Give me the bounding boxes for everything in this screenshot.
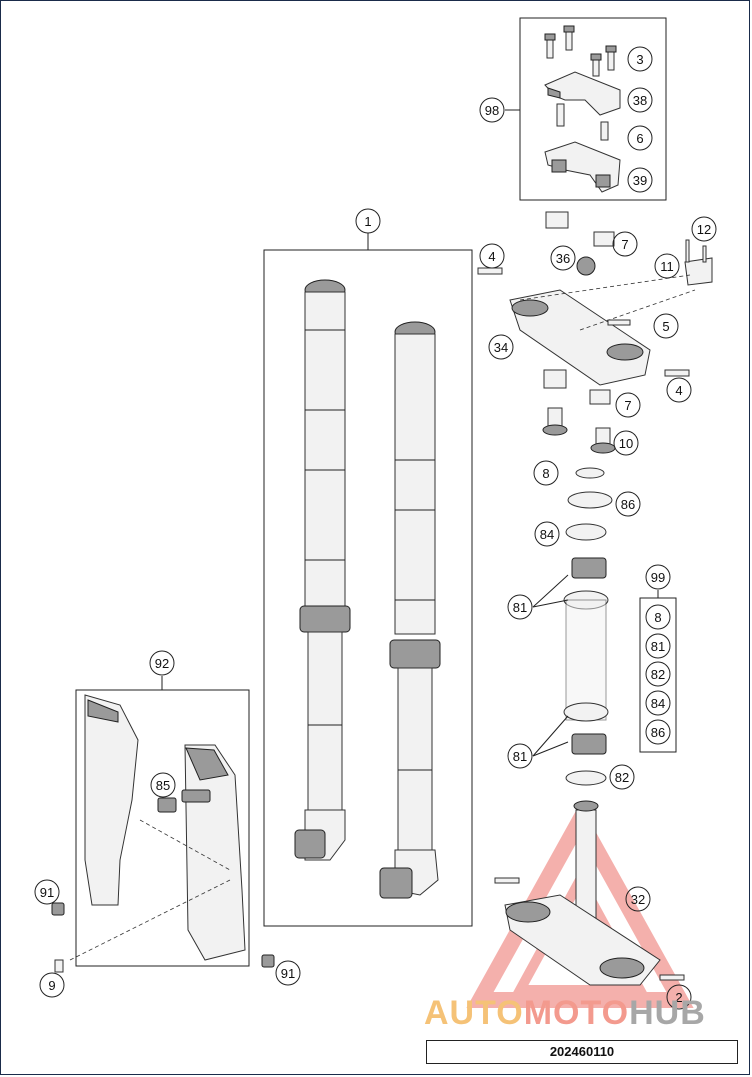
left-fork-protector <box>84 694 139 906</box>
callout-91-right: 91 <box>275 960 301 986</box>
svg-text:39: 39 <box>633 173 647 188</box>
callout-4-top: 4 <box>479 243 505 269</box>
svg-text:84: 84 <box>651 696 665 711</box>
protector-screws <box>51 902 275 973</box>
svg-text:2: 2 <box>675 990 682 1005</box>
svg-text:10: 10 <box>619 436 633 451</box>
callout-98: 98 <box>479 97 505 123</box>
callout-3: 3 <box>627 46 653 72</box>
svg-text:8: 8 <box>542 466 549 481</box>
svg-text:98: 98 <box>485 103 499 118</box>
callout-38: 38 <box>627 87 653 113</box>
callout-kit-86: 86 <box>645 719 671 745</box>
right-fork-protector <box>184 744 246 961</box>
callout-7-top: 7 <box>612 231 638 257</box>
svg-text:81: 81 <box>513 600 527 615</box>
callout-kit-84: 84 <box>645 690 671 716</box>
right-fork-leg <box>379 321 441 899</box>
callout-39: 39 <box>627 167 653 193</box>
watermark-part-b: MOTO <box>523 994 630 1032</box>
callout-2: 2 <box>666 984 692 1010</box>
callout-5: 5 <box>653 313 679 339</box>
diagram-code: 202460110 <box>426 1040 738 1064</box>
svg-text:5: 5 <box>662 319 669 334</box>
svg-text:9: 9 <box>48 978 55 993</box>
watermark-part-c: HUB <box>629 994 706 1032</box>
svg-text:92: 92 <box>155 656 169 671</box>
svg-text:6: 6 <box>636 131 643 146</box>
callout-1: 1 <box>355 208 381 234</box>
callout-kit-82: 82 <box>645 661 671 687</box>
protector-clip <box>157 789 211 813</box>
upper-triple-clamp <box>509 289 651 386</box>
callout-34: 34 <box>488 334 514 360</box>
svg-text:34: 34 <box>494 340 508 355</box>
callout-32: 32 <box>625 886 651 912</box>
callout-85: 85 <box>150 772 176 798</box>
svg-text:86: 86 <box>651 725 665 740</box>
svg-text:85: 85 <box>156 778 170 793</box>
svg-text:3: 3 <box>636 52 643 67</box>
callout-kit-8: 8 <box>645 604 671 630</box>
svg-text:7: 7 <box>621 237 628 252</box>
callout-4-bottom: 4 <box>666 377 692 403</box>
lower-clamp-part <box>544 141 621 193</box>
callout-7-bottom: 7 <box>615 392 641 418</box>
svg-text:4: 4 <box>675 383 682 398</box>
svg-text:11: 11 <box>660 259 674 274</box>
clamp-kit-frame <box>519 17 667 201</box>
callout-11: 11 <box>654 253 680 279</box>
watermark-part-a: AUTO <box>424 994 524 1032</box>
bearing-stack <box>563 467 613 786</box>
callout-6: 6 <box>627 125 653 151</box>
cable-guide <box>684 239 713 286</box>
upper-clamp-part <box>544 71 621 116</box>
callout-82: 82 <box>609 764 635 790</box>
callouts: 3 38 6 39 98 1 4 7 36 12 11 5 34 4 7 10 … <box>34 46 717 1010</box>
svg-text:1: 1 <box>364 214 371 229</box>
left-fork-leg <box>294 279 351 861</box>
svg-text:82: 82 <box>615 770 629 785</box>
svg-text:91: 91 <box>40 885 54 900</box>
top-bushings <box>542 211 616 454</box>
callout-84: 84 <box>534 521 560 547</box>
svg-text:8: 8 <box>654 610 661 625</box>
svg-text:84: 84 <box>540 527 554 542</box>
svg-text:82: 82 <box>651 667 665 682</box>
lower-triple-clamp <box>494 800 685 986</box>
callout-12: 12 <box>691 216 717 242</box>
handlebar-clamp-screws <box>544 25 617 77</box>
svg-text:32: 32 <box>631 892 645 907</box>
svg-text:86: 86 <box>621 497 635 512</box>
callout-91-left: 91 <box>34 879 60 905</box>
callout-8: 8 <box>533 460 559 486</box>
callout-81-lower: 81 <box>507 743 533 769</box>
svg-text:4: 4 <box>488 249 495 264</box>
svg-text:38: 38 <box>633 93 647 108</box>
svg-text:81: 81 <box>651 639 665 654</box>
callout-10: 10 <box>613 430 639 456</box>
callout-9: 9 <box>39 972 65 998</box>
svg-text:36: 36 <box>556 251 570 266</box>
callout-86: 86 <box>615 491 641 517</box>
callout-92: 92 <box>149 650 175 676</box>
callout-99: 99 <box>645 564 671 590</box>
fork-legs-frame <box>263 249 473 927</box>
callout-36: 36 <box>550 245 576 271</box>
svg-text:91: 91 <box>281 966 295 981</box>
callout-81-upper: 81 <box>507 594 533 620</box>
svg-text:12: 12 <box>697 222 711 237</box>
watermark-text: AUTOMOTOHUB <box>424 994 706 1033</box>
callout-kit-81: 81 <box>645 633 671 659</box>
svg-text:81: 81 <box>513 749 527 764</box>
lower-clamp-screws <box>556 103 609 141</box>
svg-text:99: 99 <box>651 570 665 585</box>
svg-text:7: 7 <box>624 398 631 413</box>
